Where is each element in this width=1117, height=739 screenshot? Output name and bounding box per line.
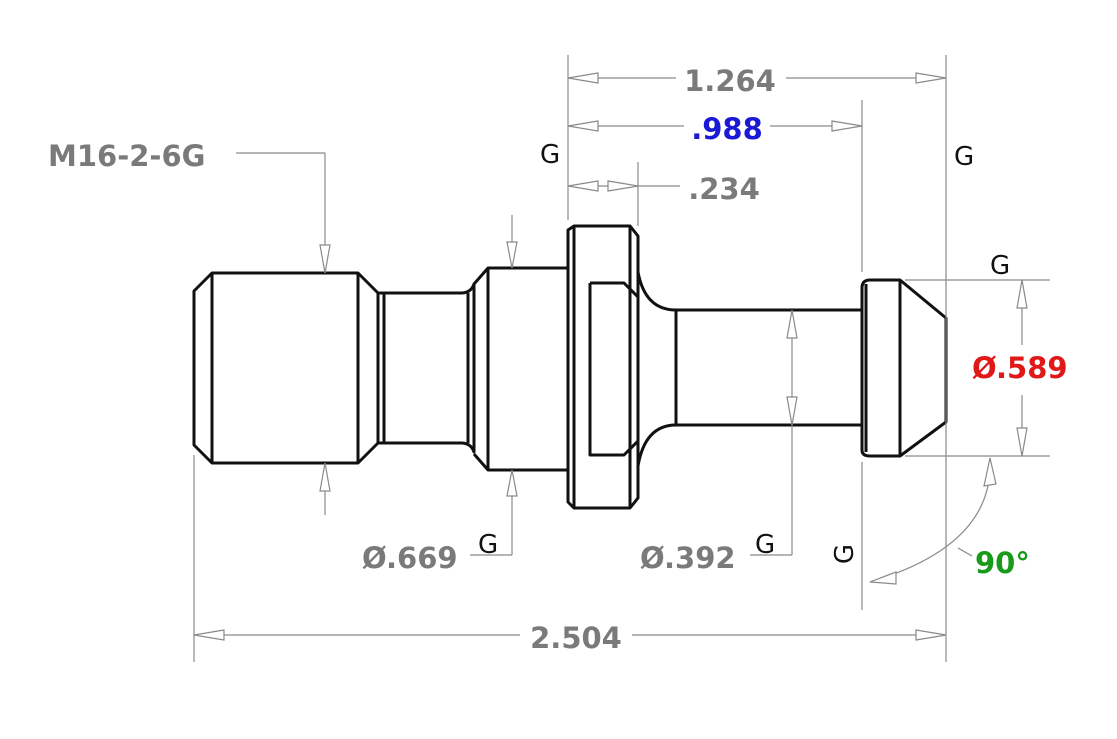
ground-symbol: G: [830, 544, 860, 564]
shank-diameter-label: Ø.392: [640, 541, 736, 575]
threaded-section: [192, 271, 380, 465]
part-outline: [192, 224, 948, 510]
thread-spec-label: M16-2-6G: [48, 139, 205, 173]
ground-symbol: G: [990, 251, 1010, 281]
ground-symbol: G: [478, 530, 498, 560]
ground-symbol: G: [954, 142, 974, 172]
flange-width-label: .234: [688, 172, 760, 206]
shoulder-diameter-label: Ø.669: [362, 541, 458, 575]
flange: [566, 224, 640, 510]
head-diameter-label: Ø.589: [972, 351, 1068, 385]
angle-label: 90°: [975, 546, 1030, 580]
top-length-label: 1.264: [684, 64, 776, 98]
dimension-lines: [193, 55, 1050, 662]
head: [860, 278, 948, 458]
mid-length-label: .988: [691, 112, 763, 146]
neck-section: [378, 282, 476, 454]
overall-length-label: 2.504: [530, 621, 622, 655]
ground-symbol: G: [540, 140, 560, 170]
ground-symbol: G: [755, 530, 775, 560]
flange-groove: [588, 281, 640, 457]
shank: [636, 271, 862, 467]
